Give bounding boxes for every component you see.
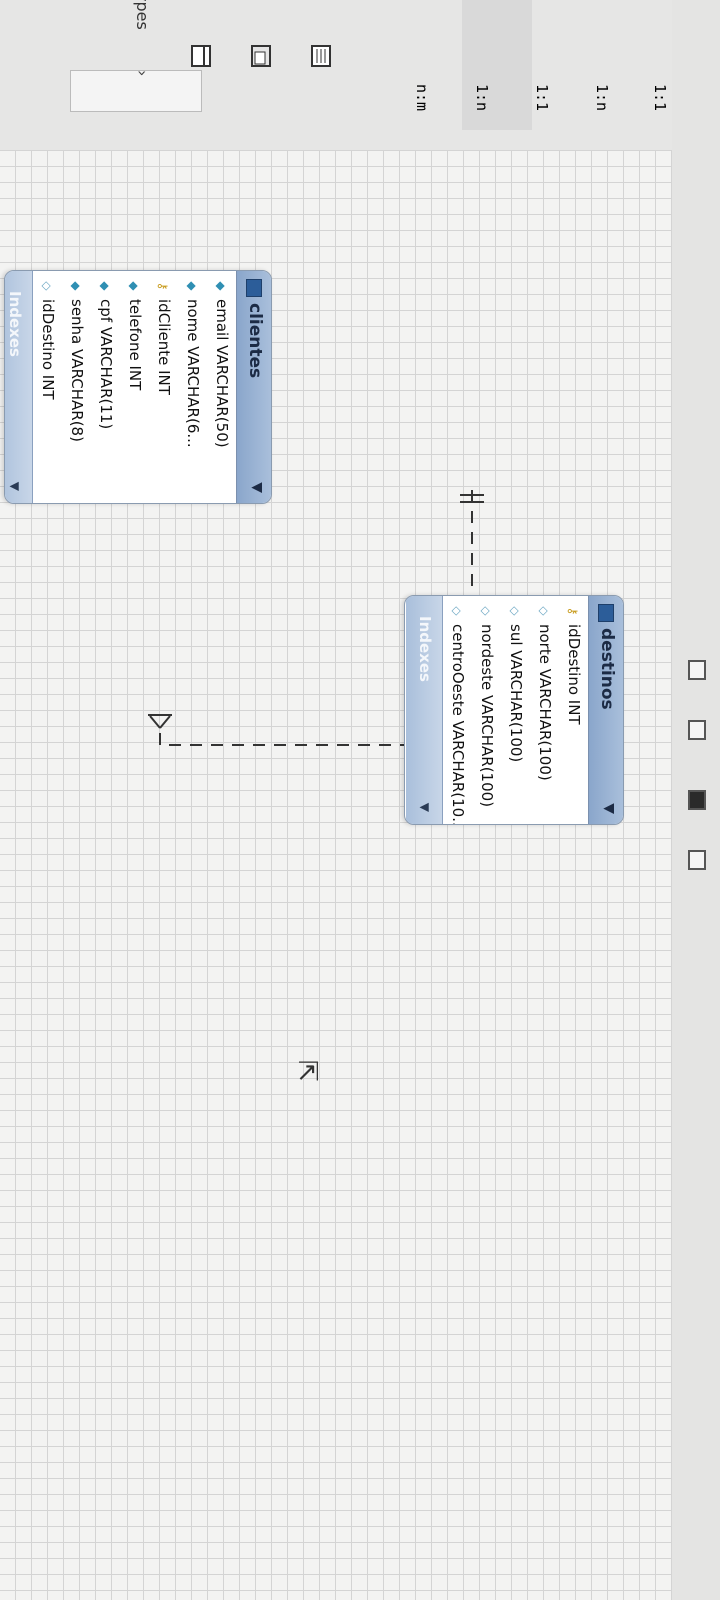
indexes-label: Indexes	[6, 291, 24, 357]
diagram-canvas[interactable]: clientes ▼ ◆ email VARCHAR(50) ◆ nome VARC…	[0, 150, 672, 1600]
hollow-diamond-icon: ◇	[40, 281, 54, 291]
collapse-arrow-icon[interactable]: ▼	[249, 482, 265, 493]
view-tool-icon[interactable]	[251, 44, 272, 84]
toolbar	[671, 0, 720, 1600]
relation-tool-label: n:m	[413, 84, 431, 112]
hollow-diamond-icon: ◇	[537, 606, 551, 616]
column-label: nome VARCHAR(6...	[184, 299, 202, 448]
hollow-diamond-icon: ◇	[479, 606, 493, 616]
diamond-icon: ◆	[69, 281, 83, 291]
hollow-diamond-icon: ◇	[450, 606, 464, 616]
column-label: email VARCHAR(50)	[213, 299, 231, 448]
indexes-label: Indexes	[416, 616, 434, 682]
table-name: clientes	[245, 303, 265, 379]
hollow-diamond-icon: ◇	[508, 606, 522, 616]
diamond-icon: ◆	[214, 281, 228, 291]
column-row[interactable]: ◇ nordeste VARCHAR(100)	[472, 596, 501, 824]
relation-tool-label: 1:1	[651, 84, 669, 112]
column-label: idDestino INT	[565, 624, 583, 725]
table-header[interactable]: destinos ▼	[588, 596, 623, 824]
toolbar-button[interactable]	[688, 720, 706, 740]
relation-tool-label: 1:1	[533, 84, 551, 112]
table-icon	[246, 279, 262, 297]
table-clientes[interactable]: clientes ▼ ◆ email VARCHAR(50) ◆ nome VARC…	[4, 270, 272, 504]
toolbar-button[interactable]	[688, 850, 706, 870]
column-label: norte VARCHAR(100)	[536, 624, 554, 781]
relation-tool-1-1[interactable]: 1:1	[651, 84, 670, 111]
column-row[interactable]: ◆ telefone INT	[120, 271, 149, 503]
column-row[interactable]: ⚷ idDestino INT	[559, 596, 588, 824]
table-header[interactable]: clientes ▼	[236, 271, 271, 503]
column-row[interactable]: ◆ nome VARCHAR(6...	[178, 271, 207, 503]
column-label: sul VARCHAR(100)	[507, 624, 525, 763]
collapse-arrow-icon[interactable]: ▼	[601, 803, 617, 814]
column-row[interactable]: ⚷ idCliente INT	[149, 271, 178, 503]
relation-tool-1-1[interactable]: 1:1	[533, 84, 552, 111]
indexes-section[interactable]: Indexes ▼	[4, 271, 33, 503]
table-destinos[interactable]: destinos ▼ ⚷ idDestino INT ◇ norte VARCHAR…	[404, 595, 624, 825]
diamond-icon: ◆	[185, 281, 199, 291]
relation-tool-label: 1:n	[593, 84, 611, 112]
column-label: cpf VARCHAR(11)	[97, 299, 115, 430]
column-row[interactable]: ◆ senha VARCHAR(8)	[62, 271, 91, 503]
table-tool-icon[interactable]	[191, 44, 212, 84]
column-row[interactable]: ◇ centroOeste VARCHAR(10...	[443, 596, 472, 825]
column-row[interactable]: ◇ idDestino INT	[33, 271, 62, 503]
diamond-icon: ◆	[127, 281, 141, 291]
column-row[interactable]: ◆ cpf VARCHAR(11)	[91, 271, 120, 503]
column-label: senha VARCHAR(8)	[68, 299, 86, 442]
column-label: nordeste VARCHAR(100)	[478, 624, 496, 808]
routine-group-icon[interactable]	[311, 44, 332, 84]
relation-tool-n-m[interactable]: n:m	[413, 84, 432, 111]
diamond-icon: ◆	[98, 281, 112, 291]
expand-arrow-icon[interactable]: ▼	[418, 802, 432, 812]
column-label: telefone INT	[126, 299, 144, 391]
expand-arrow-icon[interactable]: ▼	[8, 481, 22, 491]
column-row[interactable]: ◆ email VARCHAR(50)	[207, 271, 236, 503]
relation-tool-1-n[interactable]: 1:n	[473, 84, 492, 111]
table-name: destinos	[597, 628, 617, 710]
mouse-cursor-icon: ⇱	[292, 1060, 322, 1082]
key-icon: ⚷	[566, 606, 580, 616]
toolbar-button[interactable]	[688, 660, 706, 680]
relationship-tools: 1:1 1:n 1:1 1:n n:m	[0, 0, 672, 150]
key-icon: ⚷	[156, 281, 170, 291]
column-row[interactable]: ◇ norte VARCHAR(100)	[530, 596, 559, 824]
indexes-section[interactable]: Indexes ▼	[406, 596, 443, 824]
relation-tool-label: 1:n	[473, 84, 491, 112]
column-row[interactable]: ◇ sul VARCHAR(100)	[501, 596, 530, 824]
column-label: idDestino INT	[39, 299, 57, 400]
column-label: idCliente INT	[155, 299, 173, 395]
toolbar-button[interactable]	[688, 790, 706, 810]
palette-sidebar: › ypes	[0, 0, 672, 150]
relation-tool-1-n[interactable]: 1:n	[593, 84, 612, 111]
table-icon	[598, 604, 614, 622]
column-label: centroOeste VARCHAR(10...	[449, 624, 467, 825]
